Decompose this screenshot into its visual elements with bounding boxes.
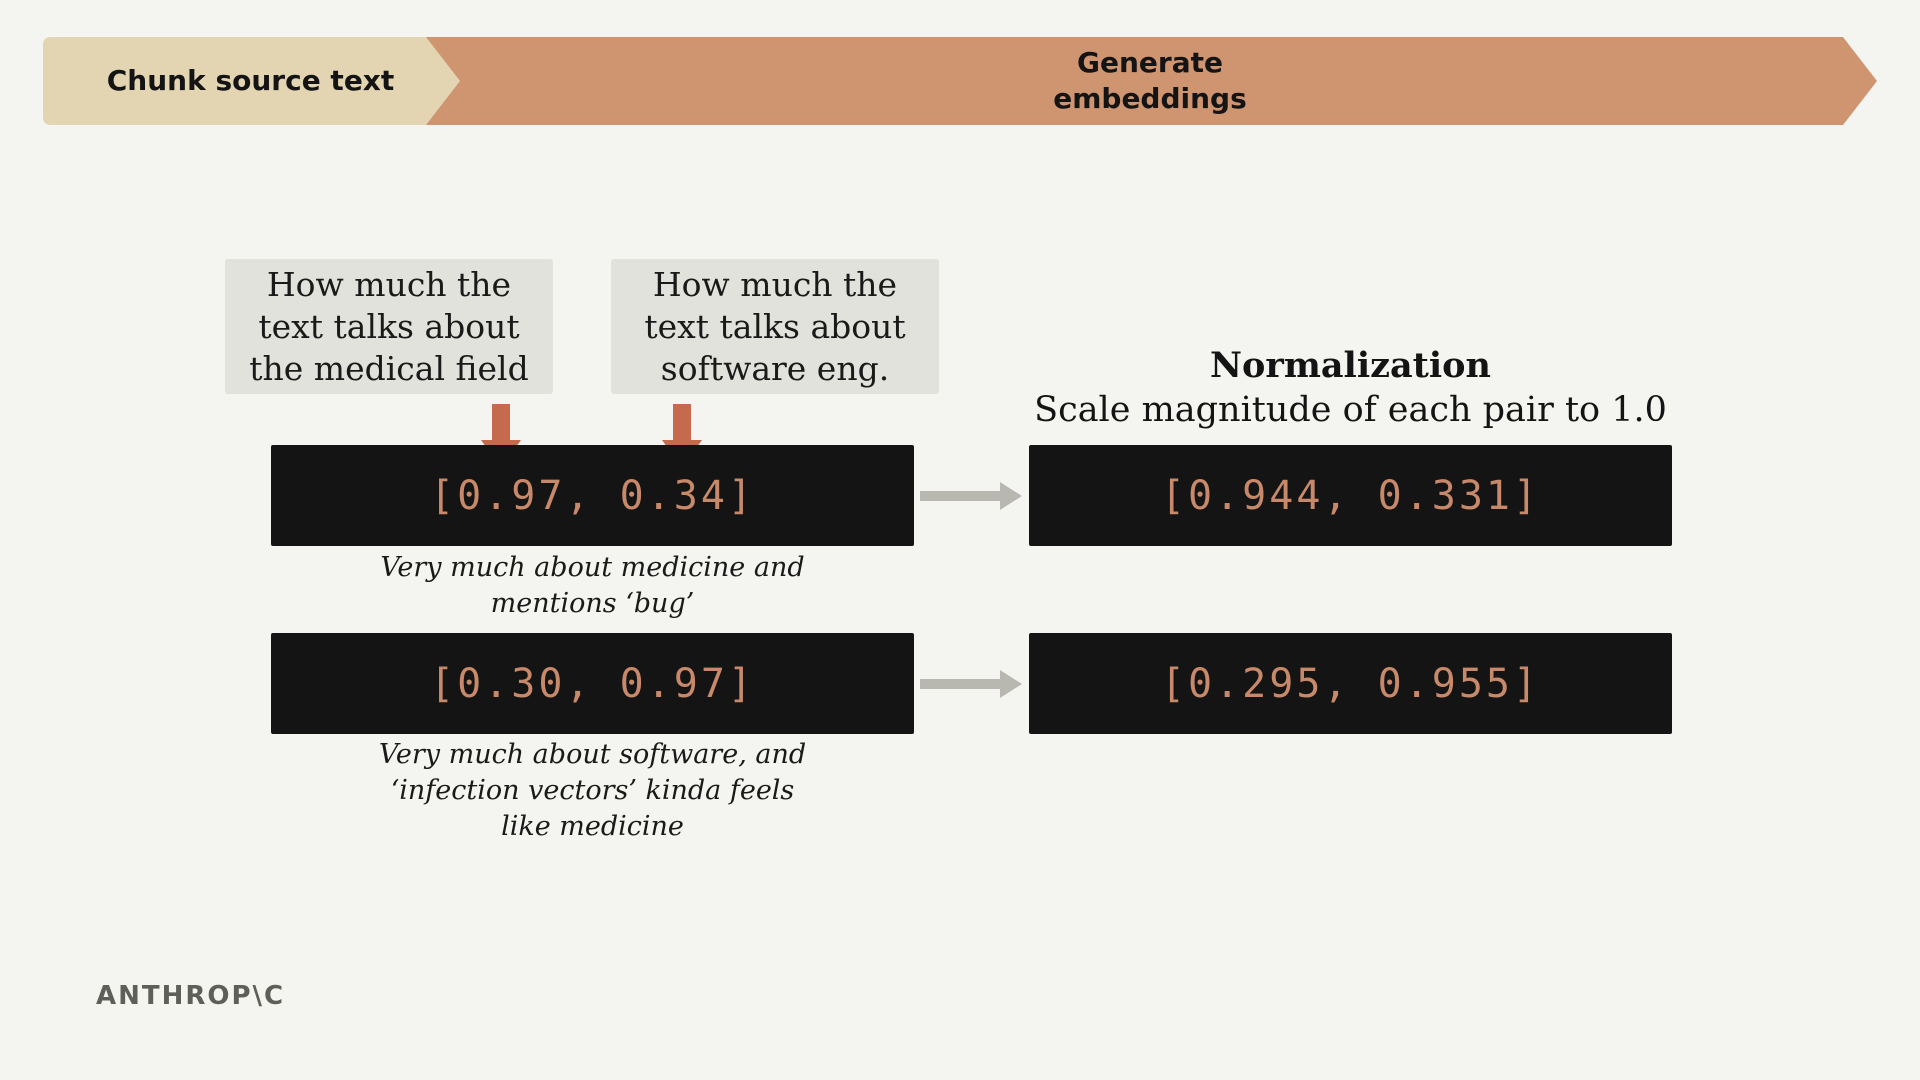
pipeline-step-generate-label: Generate embeddings [1053,46,1247,115]
arrow-right-icon [920,670,1022,698]
normalized-vector-software: [0.295, 0.955] [1029,633,1672,734]
anthropic-logo: ANTHROP\C [96,981,286,1011]
embedding-vector-software: [0.30, 0.97] [271,633,914,734]
arrow-right-icon [920,482,1022,510]
vector-caption-medical: Very much about medicine and mentions ‘b… [380,552,805,619]
embedding-vector-medical: [0.97, 0.34] [271,445,914,546]
pipeline-bar [43,37,1877,125]
pipeline-step-chunk [43,37,460,125]
normalization-subtitle: Scale magnitude of each pair to 1.0 [1034,390,1667,430]
pipeline-step-chunk-label: Chunk source text [106,64,395,97]
pipeline-step-generate [420,37,1877,125]
vector-caption-software: Very much about software, and ‘infection… [378,739,807,842]
normalized-vector-medical: [0.944, 0.331] [1029,445,1672,546]
dimension-label-medical: How much the text talks about the medica… [225,259,553,394]
normalization-title: Normalization [1210,345,1491,386]
dimension-label-software: How much the text talks about software e… [611,259,939,394]
